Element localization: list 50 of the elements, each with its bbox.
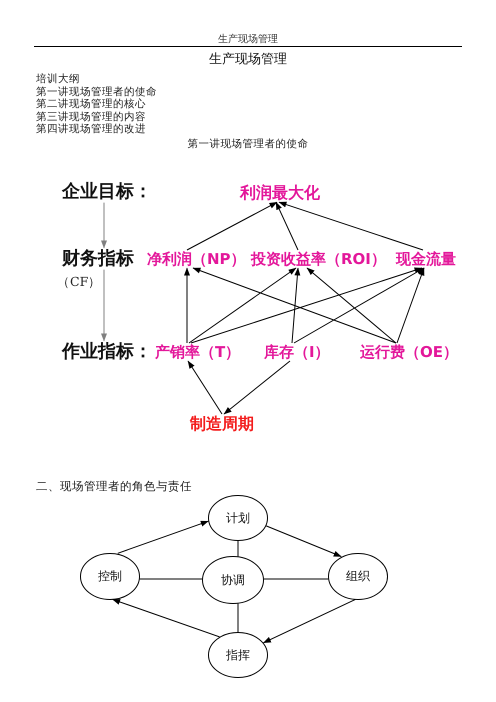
level-heading: 作业指标： (62, 341, 152, 363)
role-ellipse (202, 556, 264, 604)
arrow (224, 360, 290, 414)
role-label: 计划 (226, 510, 250, 526)
arrow (292, 268, 300, 344)
role-label: 控制 (98, 568, 122, 584)
level-heading: 财务指标 (62, 248, 134, 270)
role-ellipse (328, 552, 388, 600)
indicator-label: 投资收益率（ROI） (251, 250, 386, 268)
level-heading: 企业目标： (62, 181, 152, 203)
arrow (396, 268, 424, 344)
arrow (101, 269, 107, 342)
arrow (188, 360, 222, 414)
running-header: 生产现场管理 (218, 34, 278, 46)
indicator-label: 运行费（OE） (360, 343, 458, 361)
indicator-label: 产销率（T） (155, 343, 240, 361)
indicator-label: 净利润（NP） (147, 250, 246, 268)
connector-line (263, 578, 329, 580)
indicator-label: 库存（I） (264, 343, 330, 361)
section-heading: 第一讲现场管理者的使命 (188, 138, 308, 151)
outline-item: 第四讲现场管理的改进 (36, 123, 146, 136)
arrow (262, 598, 356, 644)
goal-label: 利润最大化 (240, 183, 320, 202)
page-title: 生产现场管理 (209, 52, 287, 68)
arrow (101, 202, 107, 248)
arrow (276, 202, 298, 250)
arrow (278, 202, 424, 250)
outline-item: 第一讲现场管理者的使命 (36, 86, 157, 98)
role-ellipse (208, 632, 268, 678)
indicator-label: 现金流量 (396, 250, 456, 268)
arrow (266, 525, 342, 558)
arrow (188, 268, 296, 344)
role-label: 指挥 (226, 648, 250, 662)
arrow (184, 268, 190, 344)
role-ellipse (80, 552, 140, 600)
arrow (117, 520, 209, 554)
arrow (306, 268, 396, 344)
arrow (294, 268, 424, 344)
cycle-label: 制造周期 (190, 414, 254, 434)
arrow (112, 598, 220, 638)
connector-line (139, 578, 203, 580)
section-heading: 二、现场管理者的角色与责任 (36, 480, 192, 494)
arrow (186, 202, 278, 250)
role-ellipse (208, 495, 268, 541)
outline-item: 第三讲现场管理的内容 (36, 110, 146, 123)
outline-heading: 培训大纲 (36, 73, 80, 86)
node-note: （CF） (57, 274, 102, 289)
role-label: 协调 (221, 572, 245, 588)
outline-item: 第二讲现场管理的核心 (36, 98, 146, 111)
role-label: 组织 (346, 568, 370, 584)
